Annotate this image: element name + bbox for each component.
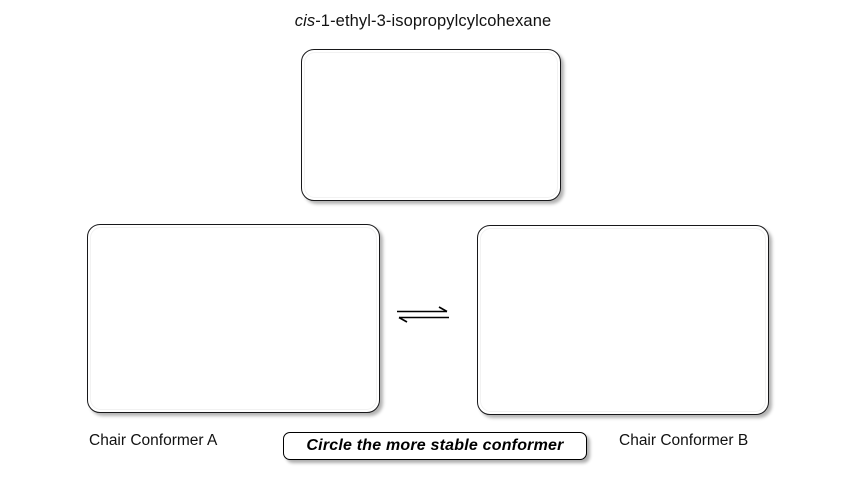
page-title-stereodescriptor: cis [294, 12, 316, 30]
equilibrium-arrow-icon [397, 303, 449, 327]
page-title: cis-1-ethyl-3-isopropylcylcohexane [0, 11, 846, 31]
caption-chair-conformer-a: Chair Conformer A [89, 432, 218, 449]
page-title-name: -1-ethyl-3-isopropylcylcohexane [315, 12, 552, 30]
caption-chair-conformer-b: Chair Conformer B [619, 432, 749, 449]
circle-more-stable-conformer-button[interactable]: Circle the more stable conformer [283, 432, 587, 460]
drawing-box-parent-structure[interactable] [301, 49, 561, 201]
instruction-label: Circle the more stable conformer [306, 437, 564, 454]
drawing-box-chair-conformer-b[interactable] [477, 225, 769, 415]
drawing-box-chair-conformer-a[interactable] [87, 224, 380, 413]
